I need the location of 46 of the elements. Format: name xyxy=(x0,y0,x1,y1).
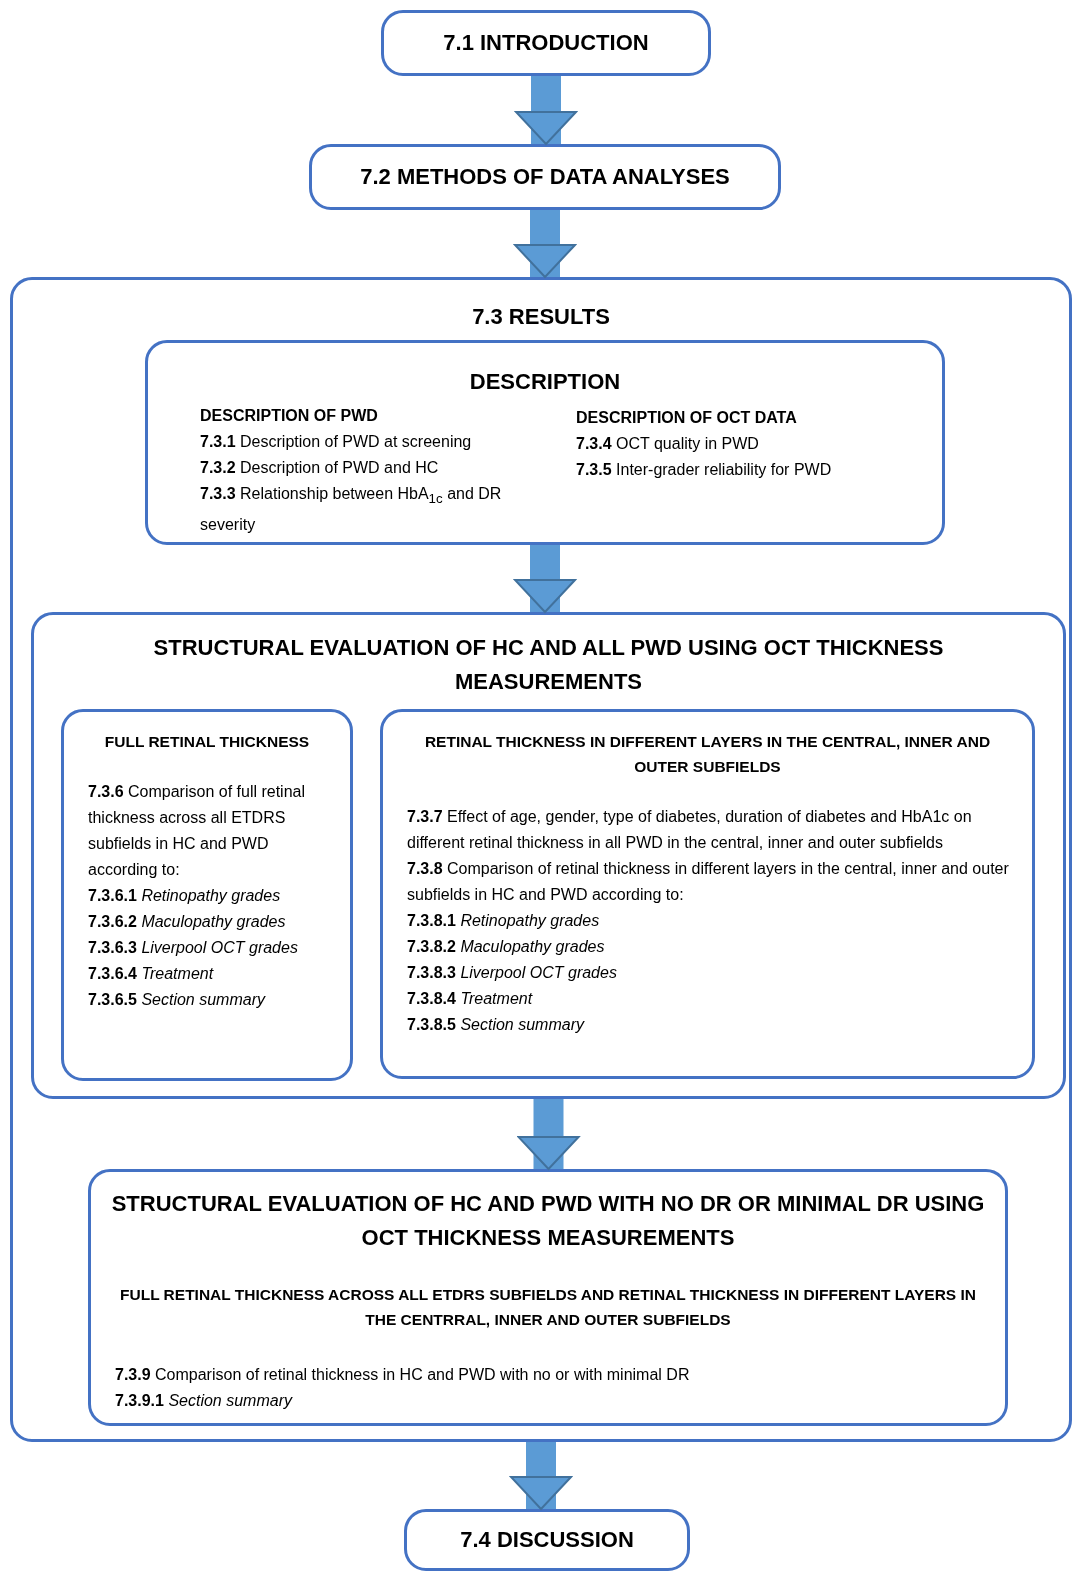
section-entry: 7.3.6 Comparison of full retinal thickness across all ETDRS subfields in HC and PWD according to: xyxy=(88,782,306,880)
heading: 7.4 DISCUSSION xyxy=(459,1526,635,1554)
section-entry: 7.3.4 OCT quality in PWD xyxy=(576,434,760,454)
section-entry: 7.3.8 Comparison of retinal thickness in different layers in the central, inner and outer subfields in HC and PWD according to: xyxy=(407,859,1010,905)
section-box xyxy=(381,10,711,76)
section-entry: 7.3.3 Relationship between HbA$_{1c}$ and DR severity xyxy=(200,484,503,536)
section-entry: 7.3.1 Description of PWD at screening xyxy=(200,432,473,452)
heading: DESCRIPTION OF PWD xyxy=(200,406,379,426)
heading: STRUCTURAL EVALUATION OF HC AND ALL PWD USING OCT THICKNESS MEASUREMENTS xyxy=(152,634,945,696)
block-arrow xyxy=(514,545,576,613)
section-entry: 7.3.9.1 Section summary xyxy=(115,1391,294,1411)
heading: FULL RETINAL THICKNESS ACROSS ALL ETDRS SUBFIELDS AND RETINAL THICKNESS IN DIFFERENT LAYERS IN THE CENTRRAL, INNER AND OUTER SUBFIELDS xyxy=(119,1285,977,1330)
results-panel xyxy=(10,277,1072,1442)
section-box xyxy=(404,1509,690,1571)
section-entry: 7.3.5 Inter-grader reliability for PWD xyxy=(576,460,833,480)
subsection-box xyxy=(61,709,353,1081)
evaluation-panel xyxy=(88,1169,1008,1426)
heading: STRUCTURAL EVALUATION OF HC AND PWD WITH NO DR OR MINIMAL DR USING OCT THICKNESS MEASUREMENTS xyxy=(110,1190,986,1252)
heading: 7.3 RESULTS xyxy=(471,303,611,331)
section-entry: 7.3.6.5 Section summary xyxy=(88,990,267,1010)
section-entry: 7.3.6.2 Maculopathy grades xyxy=(88,912,287,932)
heading: 7.1 INTRODUCTION xyxy=(442,29,650,57)
section-entry: 7.3.9 Comparison of retinal thickness in HC and PWD with no or with minimal DR xyxy=(115,1365,691,1385)
section-box xyxy=(309,144,781,210)
block-arrow xyxy=(515,76,577,145)
section-entry: 7.3.6.1 Retinopathy grades xyxy=(88,886,282,906)
section-entry: 7.3.6.3 Liverpool OCT grades xyxy=(88,938,299,958)
section-entry: 7.3.8.5 Section summary xyxy=(407,1015,586,1035)
description-box xyxy=(145,340,945,545)
block-arrow xyxy=(517,1099,580,1170)
section-entry: 7.3.8.3 Liverpool OCT grades xyxy=(407,963,618,983)
evaluation-panel xyxy=(31,612,1066,1099)
heading: 7.2 METHODS OF DATA ANALYSES xyxy=(359,163,731,191)
heading: DESCRIPTION OF OCT DATA xyxy=(576,408,798,428)
heading: FULL RETINAL THICKNESS xyxy=(103,732,311,752)
block-arrow xyxy=(510,1442,572,1510)
section-entry: 7.3.8.2 Maculopathy grades xyxy=(407,937,606,957)
heading: DESCRIPTION xyxy=(468,368,622,396)
block-arrow xyxy=(514,210,576,278)
heading: RETINAL THICKNESS IN DIFFERENT LAYERS IN THE CENTRAL, INNER AND OUTER SUBFIELDS xyxy=(423,732,992,777)
subsection-box xyxy=(380,709,1035,1079)
section-entry: 7.3.8.4 Treatment xyxy=(407,989,534,1009)
section-entry: 7.3.6.4 Treatment xyxy=(88,964,215,984)
section-entry: 7.3.8.1 Retinopathy grades xyxy=(407,911,601,931)
section-entry: 7.3.7 Effect of age, gender, type of diabetes, duration of diabetes and HbA1c on different retinal thickness in all PWD in the central, inner and outer subfields xyxy=(407,807,973,853)
section-entry: 7.3.2 Description of PWD and HC xyxy=(200,458,440,478)
